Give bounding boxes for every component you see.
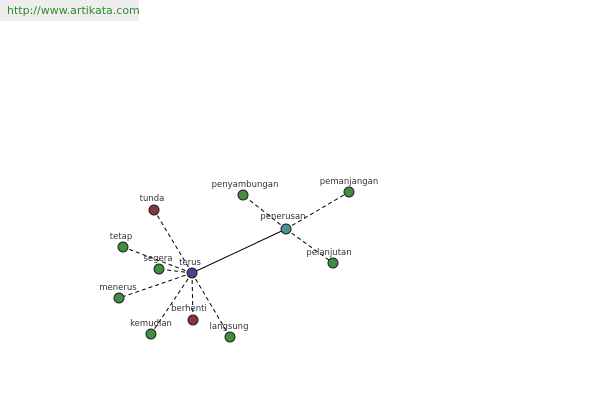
edge-terus-kemudian [150,272,193,335]
node-berhenti[interactable] [187,314,199,326]
node-label-menerus[interactable]: menerus [99,283,137,293]
node-penyambungan[interactable] [237,189,249,201]
site-url-link[interactable]: http://www.artikata.com [7,4,140,17]
node-menerus[interactable] [113,292,125,304]
graph-nodes [113,186,355,343]
node-tetap[interactable] [117,241,129,253]
node-pemanjangan[interactable] [343,186,355,198]
node-terus[interactable] [186,267,198,279]
node-label-tunda[interactable]: tunda [140,194,165,204]
edge-terus-penerusan [191,228,287,274]
node-langsung[interactable] [224,331,236,343]
edge-terus-berhenti [191,272,194,321]
node-label-pelanjutan[interactable]: pelanjutan [306,248,351,258]
node-label-tetap[interactable]: tetap [110,232,133,242]
url-banner: http://www.artikata.com [0,0,140,21]
node-label-kemudian[interactable]: kemudian [130,319,172,329]
node-label-penyambungan[interactable]: penyambungan [212,180,279,190]
edge-penerusan-pemanjangan [285,191,350,230]
node-label-langsung[interactable]: langsung [210,322,249,332]
node-tunda[interactable] [148,204,160,216]
edge-terus-segera [158,268,193,274]
edge-terus-tunda [153,209,193,274]
node-segera[interactable] [153,263,165,275]
node-label-segera[interactable]: segera [144,254,173,264]
node-label-berhenti[interactable]: berhenti [171,304,207,314]
node-label-terus[interactable]: terus [179,258,201,268]
edge-terus-tetap [122,246,193,274]
node-label-penerusan[interactable]: penerusan [260,212,305,222]
edge-penerusan-pelanjutan [285,228,334,264]
edge-terus-langsung [191,272,231,338]
graph-edges [118,191,350,338]
node-label-pemanjangan[interactable]: pemanjangan [320,177,378,187]
graph-labels: terus penerusan penyambungan pemanjangan pel… [99,177,378,332]
edge-penerusan-penyambungan [242,194,287,230]
node-kemudian[interactable] [145,328,157,340]
node-penerusan[interactable] [280,223,292,235]
node-pelanjutan[interactable] [327,257,339,269]
edge-terus-menerus [118,272,193,299]
